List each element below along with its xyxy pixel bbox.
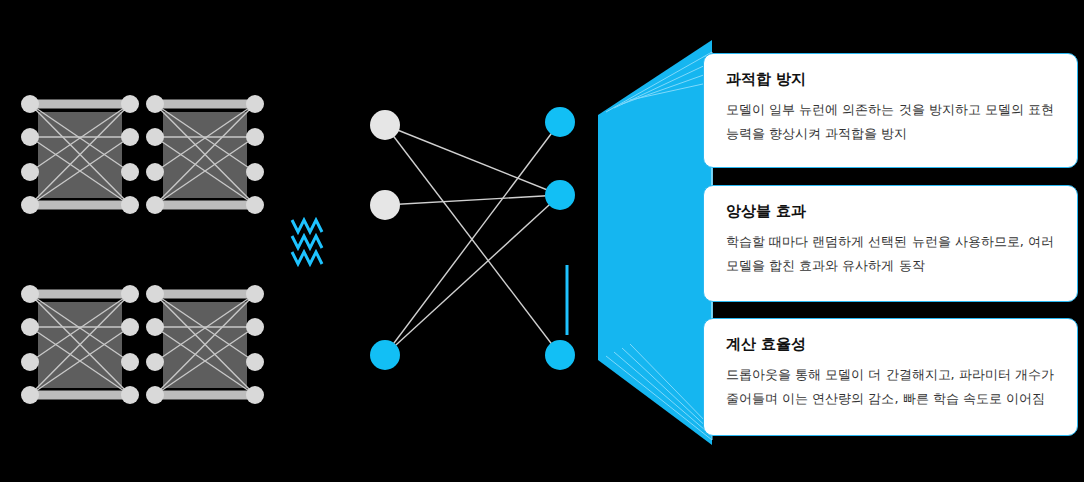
benefit-box: 앙상블 효과학습할 때마다 랜덤하게 선택된 뉴런을 사용하므로, 여러 모델을… [703, 185, 1078, 302]
benefit-box: 과적합 방지모델이 일부 뉴런에 의존하는 것을 방지하고 모델의 표현 능력을… [703, 53, 1078, 168]
box-heading: 앙상블 효과 [726, 200, 1057, 222]
box-body: 학습할 때마다 랜덤하게 선택된 뉴런을 사용하므로, 여러 모델을 합친 효과… [726, 230, 1057, 278]
box-body: 모델이 일부 뉴런에 의존하는 것을 방지하고 모델의 표현 능력을 향상시켜 … [726, 98, 1057, 146]
arrow-chevrons [292, 220, 322, 264]
dropout-network [370, 107, 575, 370]
box-heading: 계산 효율성 [726, 333, 1057, 355]
box-heading: 과적합 방지 [726, 68, 1057, 90]
box-body: 드롭아웃을 통해 모델이 더 간결해지고, 파라미터 개수가 줄어들며 이는 연… [726, 363, 1057, 411]
network [146, 95, 264, 214]
network [21, 285, 139, 404]
fan-shape [598, 40, 712, 445]
benefit-box: 계산 효율성드롭아웃을 통해 모델이 더 간결해지고, 파라미터 개수가 줄어들… [703, 318, 1078, 436]
network [21, 95, 139, 214]
network [146, 285, 264, 404]
